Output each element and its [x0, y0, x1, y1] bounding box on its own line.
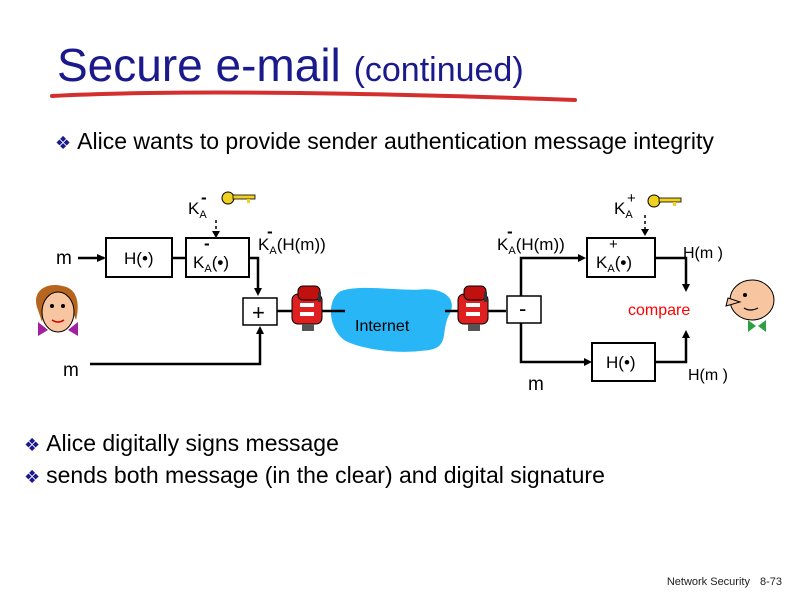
recv-signed-minus: - [507, 222, 513, 241]
bullet-sends-text: sends both message (in the clear) and di… [46, 462, 605, 488]
signed-minus: - [267, 222, 273, 241]
diamond-bullet-icon: ❖ [24, 467, 41, 487]
split-minus-box [506, 295, 542, 324]
sender-mailbox-icon [291, 285, 323, 331]
split-minus: - [519, 296, 526, 321]
diamond-bullet-icon: ❖ [55, 133, 72, 153]
public-key-box-label: KA(•) [596, 253, 632, 275]
private-key-label: KA [188, 199, 207, 221]
public-key-plus: + [609, 236, 618, 253]
m-bottom-label: m [63, 360, 79, 381]
receiver-mailbox-icon [457, 285, 489, 331]
recv-hash-box [591, 342, 656, 382]
bullet-intro: ❖Alice wants to provide sender authentic… [55, 126, 755, 159]
m-recv-label: m [528, 374, 544, 395]
diamond-bullet-icon: ❖ [24, 435, 41, 455]
bob-icon [725, 279, 775, 332]
signed-hash-label: KA(H(m)) [258, 235, 326, 257]
hm-top-label: H(m ) [683, 245, 723, 262]
page-title: Secure e-mail (continued) [57, 42, 524, 88]
recv-hash-box-label: H(•) [606, 353, 636, 372]
title-underline [50, 90, 577, 102]
public-key-label-plus: + [627, 190, 636, 207]
public-key-label: KA [614, 199, 633, 221]
footer: Network Security 8-73 [657, 576, 782, 588]
internet-label: Internet [355, 318, 410, 335]
signature-diagram: m H(•) - KA(•) KA - - KA(H(m)) + m [36, 188, 775, 395]
concat-plus: + [252, 300, 265, 325]
recv-signed-hash-label: KA(H(m)) [497, 235, 565, 257]
title-sub: (continued) [353, 51, 524, 89]
public-key-box [586, 237, 656, 278]
private-key-minus: - [204, 234, 210, 253]
footer-course: Network Security [666, 576, 750, 588]
bullet-signs: ❖Alice digitally signs message [24, 428, 339, 461]
private-key-box-label: KA(•) [193, 253, 229, 275]
hm-bottom-label: H(m ) [688, 367, 728, 384]
footer-page: 8-73 [759, 576, 782, 588]
hash-box-label: H(•) [124, 249, 154, 268]
bullet-sends: ❖sends both message (in the clear) and d… [24, 460, 605, 493]
alice-icon [36, 285, 78, 336]
compare-label: compare [628, 302, 690, 319]
m-top-label: m [56, 248, 72, 269]
public-key-icon [647, 194, 682, 208]
hash-box [105, 237, 173, 278]
private-key-icon [221, 191, 256, 205]
bullet-intro-text: Alice wants to provide sender authentica… [77, 128, 714, 154]
title-main: Secure e-mail [57, 39, 341, 91]
bullet-signs-text: Alice digitally signs message [46, 430, 339, 456]
private-key-label-minus: - [201, 188, 207, 207]
internet-cloud: Internet [330, 287, 452, 352]
